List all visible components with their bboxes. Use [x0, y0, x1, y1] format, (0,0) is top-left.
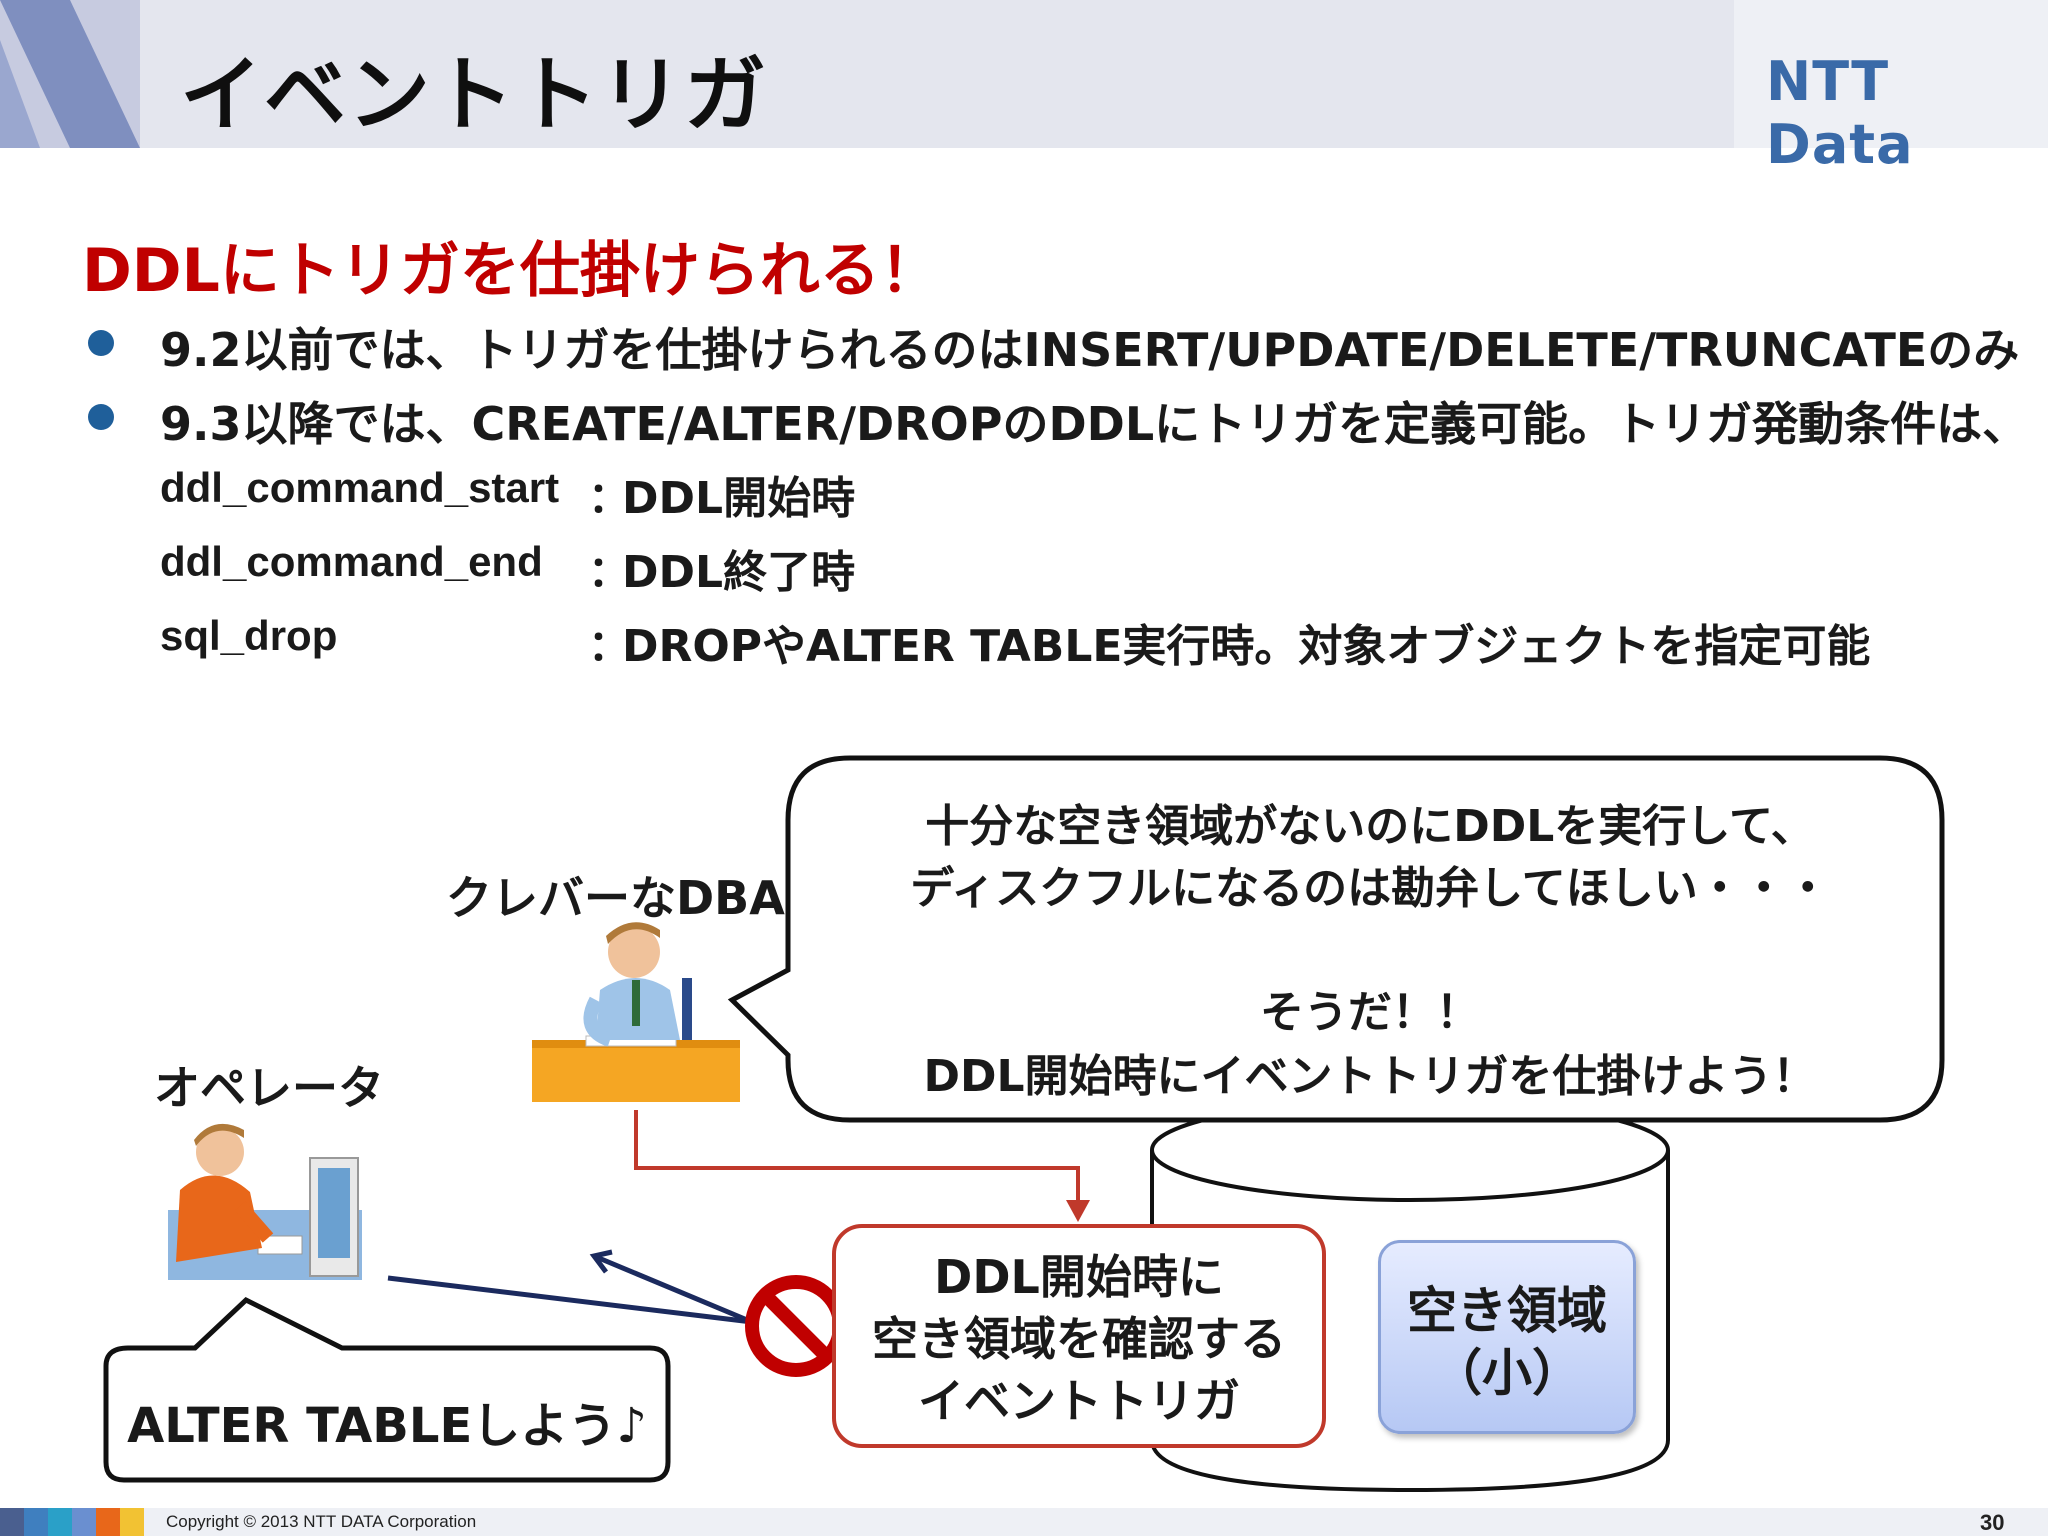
operator-figure	[168, 1123, 362, 1280]
header-decoration	[0, 0, 140, 148]
logo-area	[1734, 0, 2048, 148]
arrow-head	[1066, 1200, 1090, 1222]
bullet-item: 9.2以前では、トリガを仕掛けられるのはINSERT/UPDATE/DELETE…	[160, 323, 2020, 377]
condition-desc: DROPやALTER TABLE実行時。対象オブジェクトを指定可能	[622, 621, 1871, 672]
free-space-line: （小）	[1432, 1344, 1582, 1402]
free-space-box	[1378, 1240, 1636, 1434]
ntt-data-logo: NTT Data	[1766, 50, 1914, 176]
bullet-item: 9.3以降では、CREATE/ALTER/DROPのDDLにトリガを定義可能。ト…	[160, 397, 2029, 451]
prohibited-icon	[745, 1275, 847, 1377]
bubble-text-line: ディスクフルになるのは勘弁してほしい・・・	[910, 863, 1830, 914]
footer-bar	[0, 1508, 2048, 1536]
footer-color-block	[24, 1508, 48, 1536]
trigger-line: 空き領域を確認する	[872, 1312, 1286, 1366]
bubble-text-line: DDL開始時にイベントトリガを仕掛けよう！	[923, 1051, 1817, 1102]
condition-name: sql_drop	[160, 612, 338, 659]
event-trigger-text: DDL開始時に 空き領域を確認する イベントトリガ	[832, 1246, 1326, 1432]
footer-color-block	[120, 1508, 144, 1536]
condition-colon: ：	[588, 547, 631, 596]
dba-label: クレバーなDBA	[446, 871, 785, 925]
footer-color-block	[72, 1508, 96, 1536]
trigger-to-operator-arrow	[593, 1253, 753, 1325]
condition-name: ddl_command_end	[160, 538, 543, 585]
dba-speech-bubble	[727, 755, 1945, 1123]
bullet-icon	[88, 404, 114, 430]
free-space-text: 空き領域 （小）	[1378, 1280, 1636, 1404]
header-bar	[0, 0, 2048, 148]
trigger-line: DDL開始時に	[934, 1250, 1224, 1304]
operator-label: オペレータ	[154, 1061, 384, 1115]
condition-desc: DDL終了時	[622, 547, 856, 598]
condition-desc: DDL開始時	[622, 473, 856, 524]
page-title: イベントトリガ	[180, 48, 769, 143]
condition-name: ddl_command_start	[160, 464, 560, 511]
dba-to-trigger-line	[634, 1110, 1080, 1212]
free-space-line: 空き領域	[1407, 1282, 1607, 1340]
page-number: 30	[1980, 1510, 2005, 1535]
bullet-icon	[88, 330, 114, 356]
trigger-to-operator-line	[387, 1275, 753, 1325]
dba-figure	[532, 922, 740, 1102]
condition-colon: ：	[588, 621, 631, 670]
section-heading: DDLにトリガを仕掛けられる！	[82, 236, 940, 306]
operator-bubble-text: ALTER TABLEしよう♪	[127, 1398, 647, 1454]
condition-colon: ：	[588, 473, 631, 522]
footer-color-block	[0, 1508, 24, 1536]
bubble-text-line: 十分な空き領域がないのにDDLを実行して、	[925, 801, 1815, 852]
trigger-line: イベントトリガ	[918, 1374, 1240, 1428]
footer-color-block	[96, 1508, 120, 1536]
operator-speech-bubble	[103, 1296, 671, 1483]
event-trigger-box	[832, 1224, 1326, 1448]
bubble-text-line: そうだ！！	[1260, 987, 1480, 1038]
copyright-text: Copyright © 2013 NTT DATA Corporation	[166, 1512, 477, 1531]
footer-color-block	[48, 1508, 72, 1536]
arrow-head	[589, 1249, 613, 1274]
